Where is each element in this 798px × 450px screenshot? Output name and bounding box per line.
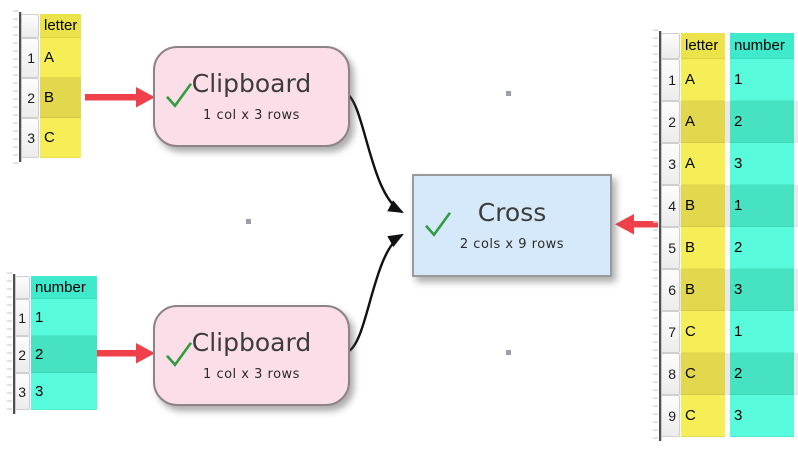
table-cell[interactable]: C (681, 311, 725, 353)
torn-edge (653, 29, 658, 443)
node-clipboard-bottom[interactable]: Clipboard 1 col x 3 rows (153, 305, 350, 406)
table-cell[interactable]: 2 (730, 353, 794, 395)
table-cell[interactable]: A (681, 59, 725, 101)
row-number[interactable]: 9 (661, 395, 680, 437)
pane-edge (19, 12, 21, 162)
row-number[interactable]: 6 (661, 269, 680, 311)
row-number[interactable]: 2 (661, 101, 680, 143)
table-cell[interactable]: A (681, 101, 725, 143)
row-number[interactable]: 1 (21, 38, 39, 78)
connector-clipboard-bottom-to-cross (346, 233, 404, 354)
row-number[interactable]: 1 (661, 59, 680, 101)
row-number[interactable]: 4 (661, 185, 680, 227)
corner-header-cell[interactable] (661, 33, 680, 59)
table-cell[interactable]: B (40, 78, 81, 118)
pane-edge (659, 31, 661, 441)
table-cell[interactable]: 1 (31, 299, 97, 336)
node-status: 1 col x 3 rows (203, 108, 300, 124)
table-cell[interactable]: B (681, 227, 725, 269)
table-cell[interactable]: C (40, 118, 81, 158)
canvas-grid-dot (246, 219, 251, 224)
node-cross[interactable]: Cross 2 cols x 9 rows (412, 174, 612, 277)
table-cell[interactable]: 3 (730, 143, 794, 185)
number-column-header[interactable]: number (31, 276, 97, 299)
number-column-header[interactable]: number (730, 33, 794, 59)
row-number[interactable]: 1 (15, 299, 30, 336)
letter-input-table: letter 1 A 2 B 3 C (13, 10, 81, 164)
row-number[interactable]: 2 (21, 78, 39, 118)
checkmark-icon (425, 211, 452, 237)
checkmark-icon (166, 82, 193, 108)
row-number[interactable]: 7 (661, 311, 680, 353)
node-title: Cross (477, 197, 547, 227)
node-status: 1 col x 3 rows (203, 367, 300, 383)
canvas-grid-dot (506, 91, 511, 96)
row-number[interactable]: 3 (21, 118, 39, 158)
table-cell[interactable]: 1 (730, 185, 794, 227)
letter-column-header[interactable]: letter (681, 33, 725, 59)
table-cell[interactable]: 3 (31, 373, 97, 410)
node-title: Clipboard (191, 327, 312, 357)
node-title: Clipboard (191, 68, 312, 98)
canvas-grid-dot (506, 350, 511, 355)
row-number[interactable]: 8 (661, 353, 680, 395)
corner-header-cell[interactable] (15, 276, 30, 299)
pane-edge (13, 274, 15, 414)
number-input-table: number 1 1 2 2 3 3 (7, 272, 97, 416)
table-cell[interactable]: 3 (730, 395, 794, 437)
checkmark-icon (166, 341, 193, 367)
table-cell[interactable]: A (40, 38, 81, 78)
output-table: letter number 1 A 1 2 A 2 3 A 3 4 B 1 (653, 29, 798, 443)
red-arrow-letter-to-clipboard-icon (85, 87, 155, 108)
table-cell[interactable]: 3 (730, 269, 794, 311)
corner-header-cell[interactable] (21, 14, 39, 38)
table-cell[interactable]: 2 (31, 336, 97, 373)
table-cell[interactable]: 1 (730, 59, 794, 101)
table-cell[interactable]: 2 (730, 227, 794, 269)
node-clipboard-top[interactable]: Clipboard 1 col x 3 rows (153, 46, 350, 147)
table-cell[interactable]: B (681, 185, 725, 227)
torn-edge (7, 272, 12, 416)
table-cell[interactable]: B (681, 269, 725, 311)
connector-clipboard-top-to-cross (346, 92, 404, 214)
table-cell[interactable]: A (681, 143, 725, 185)
row-number[interactable]: 3 (661, 143, 680, 185)
row-number[interactable]: 3 (15, 373, 30, 410)
torn-edge (13, 10, 18, 164)
row-number[interactable]: 5 (661, 227, 680, 269)
table-cell[interactable]: 2 (730, 101, 794, 143)
table-cell[interactable]: C (681, 395, 725, 437)
row-number[interactable]: 2 (15, 336, 30, 373)
table-cell[interactable]: 1 (730, 311, 794, 353)
red-arrow-output-to-cross-icon (615, 214, 658, 235)
letter-column-header[interactable]: letter (40, 14, 81, 38)
node-status: 2 cols x 9 rows (459, 237, 565, 253)
table-cell[interactable]: C (681, 353, 725, 395)
